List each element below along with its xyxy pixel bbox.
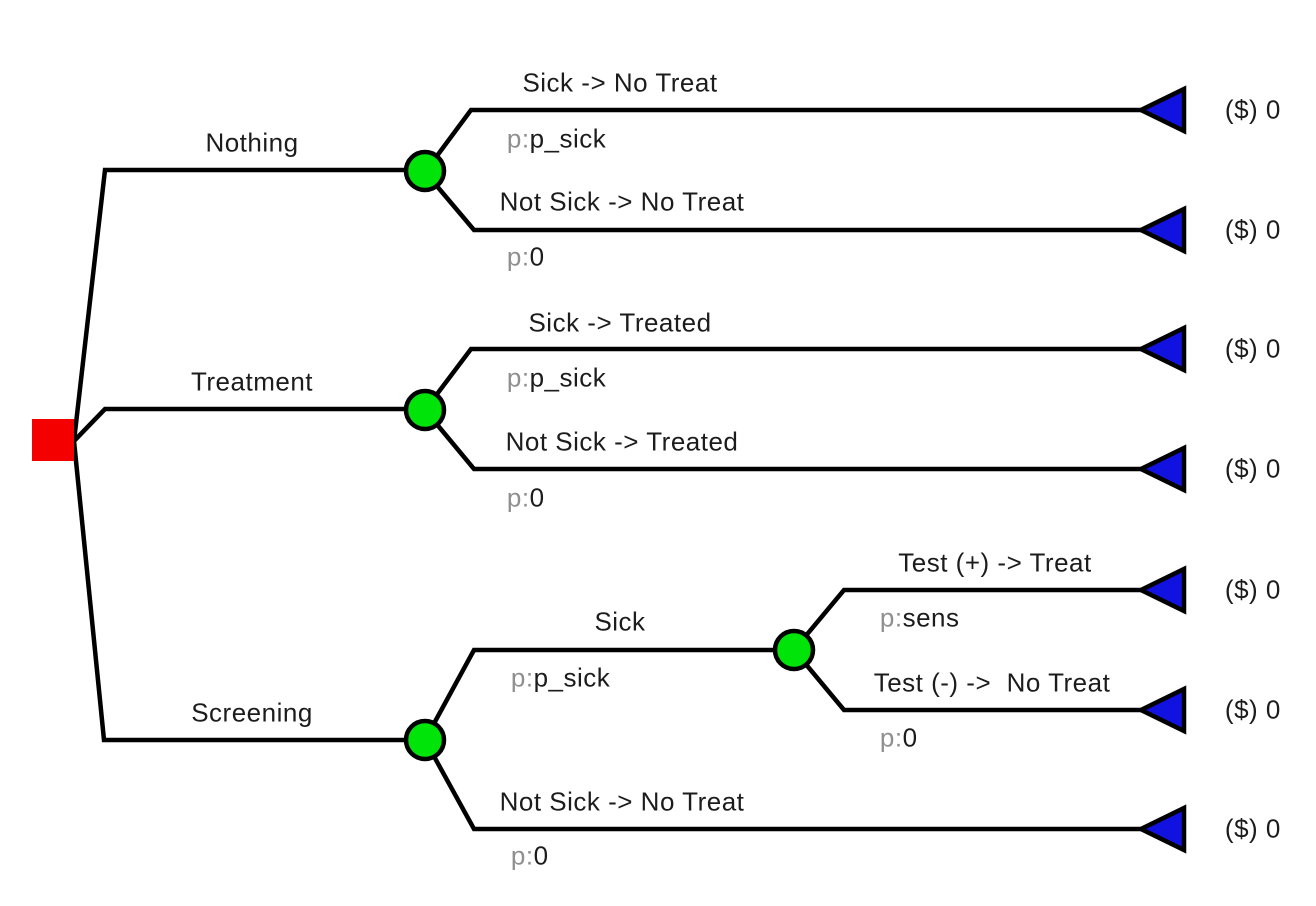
payoff-prefix: ($) <box>1224 813 1259 844</box>
prob-label-sick-no-treat[interactable]: p:p_sick <box>476 93 606 186</box>
prob-label-screening-sick[interactable]: p:p_sick <box>480 632 610 725</box>
terminal-node-sick-treated[interactable] <box>1135 324 1187 374</box>
prob-label-test-positive[interactable]: p:sens <box>849 572 960 665</box>
prob-label-not-sick-treated[interactable]: p:0 <box>476 452 545 545</box>
branch-label-not-sick-no-treat[interactable]: Not Sick -> No Treat <box>499 186 745 217</box>
terminal-node-test-negative[interactable] <box>1135 685 1187 735</box>
branch-label-screening-not-sick[interactable]: Not Sick -> No Treat <box>499 786 745 817</box>
chance-node-treatment[interactable] <box>403 388 447 432</box>
payoff-value[interactable]: 0 <box>1265 94 1281 125</box>
prob-prefix: p: <box>510 662 534 693</box>
payoff-prefix: ($) <box>1224 333 1259 364</box>
branch-label-not-sick-treated[interactable]: Not Sick -> Treated <box>505 426 739 457</box>
branch-label-sick-treated[interactable]: Sick -> Treated <box>528 307 712 338</box>
branch-label-sick-no-treat[interactable]: Sick -> No Treat <box>522 67 718 98</box>
decision-node-root[interactable] <box>32 419 74 461</box>
prob-prefix: p: <box>506 241 530 272</box>
prob-prefix: p: <box>506 362 530 393</box>
branch-line-sick-no-treat <box>423 107 1141 174</box>
branch-label-test-negative[interactable]: Test (-) -> No Treat <box>873 667 1111 698</box>
payoff-value[interactable]: 0 <box>1265 694 1281 725</box>
branch-label-test-positive[interactable]: Test (+) -> Treat <box>898 547 1092 578</box>
payoff-value[interactable]: 0 <box>1265 453 1281 484</box>
terminal-node-not-sick-treated[interactable] <box>1135 444 1187 494</box>
terminal-node-not-sick-no-treat[interactable] <box>1135 205 1187 255</box>
branch-label-screening[interactable]: Screening <box>191 697 313 728</box>
branch-line-nothing <box>71 167 426 442</box>
prob-prefix: p: <box>879 722 903 753</box>
prob-value[interactable]: p_sick <box>529 362 607 393</box>
chance-node-screening-sick[interactable] <box>772 628 816 672</box>
payoff-prefix: ($) <box>1224 94 1259 125</box>
payoff-label-test-positive[interactable]: ($) 0 <box>1194 544 1281 637</box>
prob-prefix: p: <box>879 602 903 633</box>
prob-value[interactable]: 0 <box>902 722 918 753</box>
terminal-node-test-positive[interactable] <box>1135 565 1187 615</box>
terminal-node-screening-not-sick[interactable] <box>1135 804 1187 854</box>
payoff-label-sick-no-treat[interactable]: ($) 0 <box>1194 64 1281 157</box>
branch-line-test-positive <box>792 587 1141 652</box>
payoff-value[interactable]: 0 <box>1265 813 1281 844</box>
branch-line-screening <box>71 440 426 743</box>
branch-line-test-negative <box>792 648 1141 713</box>
prob-value[interactable]: sens <box>902 602 960 633</box>
payoff-prefix: ($) <box>1224 453 1259 484</box>
payoff-value[interactable]: 0 <box>1265 214 1281 245</box>
prob-value[interactable]: 0 <box>529 482 545 513</box>
branch-line-sick-treated <box>423 346 1141 412</box>
payoff-label-screening-not-sick[interactable]: ($) 0 <box>1194 783 1281 876</box>
branch-line-not-sick-no-treat <box>423 170 1141 233</box>
branch-line-treatment <box>72 406 426 443</box>
branch-line-screening-sick <box>423 647 795 742</box>
branch-label-screening-sick[interactable]: Sick <box>594 606 646 637</box>
chance-node-screening[interactable] <box>403 718 447 762</box>
prob-label-not-sick-no-treat[interactable]: p:0 <box>476 211 545 304</box>
prob-label-sick-treated[interactable]: p:p_sick <box>476 332 606 425</box>
prob-value[interactable]: p_sick <box>533 662 611 693</box>
prob-label-screening-not-sick[interactable]: p:0 <box>480 810 549 903</box>
prob-value[interactable]: 0 <box>533 840 549 871</box>
payoff-prefix: ($) <box>1224 694 1259 725</box>
prob-label-test-negative[interactable]: p:0 <box>849 692 918 785</box>
payoff-label-test-negative[interactable]: ($) 0 <box>1194 664 1281 757</box>
prob-value[interactable]: p_sick <box>529 123 607 154</box>
payoff-prefix: ($) <box>1224 214 1259 245</box>
branch-label-nothing[interactable]: Nothing <box>205 127 299 158</box>
prob-prefix: p: <box>510 840 534 871</box>
payoff-label-not-sick-treated[interactable]: ($) 0 <box>1194 423 1281 516</box>
payoff-label-sick-treated[interactable]: ($) 0 <box>1194 303 1281 396</box>
payoff-value[interactable]: 0 <box>1265 574 1281 605</box>
branch-line-not-sick-treated <box>423 408 1141 472</box>
prob-prefix: p: <box>506 123 530 154</box>
prob-prefix: p: <box>506 482 530 513</box>
payoff-label-not-sick-no-treat[interactable]: ($) 0 <box>1194 184 1281 277</box>
terminal-node-sick-no-treat[interactable] <box>1135 85 1187 135</box>
payoff-value[interactable]: 0 <box>1265 333 1281 364</box>
payoff-prefix: ($) <box>1224 574 1259 605</box>
branch-line-screening-not-sick <box>423 738 1141 832</box>
prob-value[interactable]: 0 <box>529 241 545 272</box>
branch-label-treatment[interactable]: Treatment <box>190 366 314 397</box>
chance-node-nothing[interactable] <box>403 149 447 193</box>
